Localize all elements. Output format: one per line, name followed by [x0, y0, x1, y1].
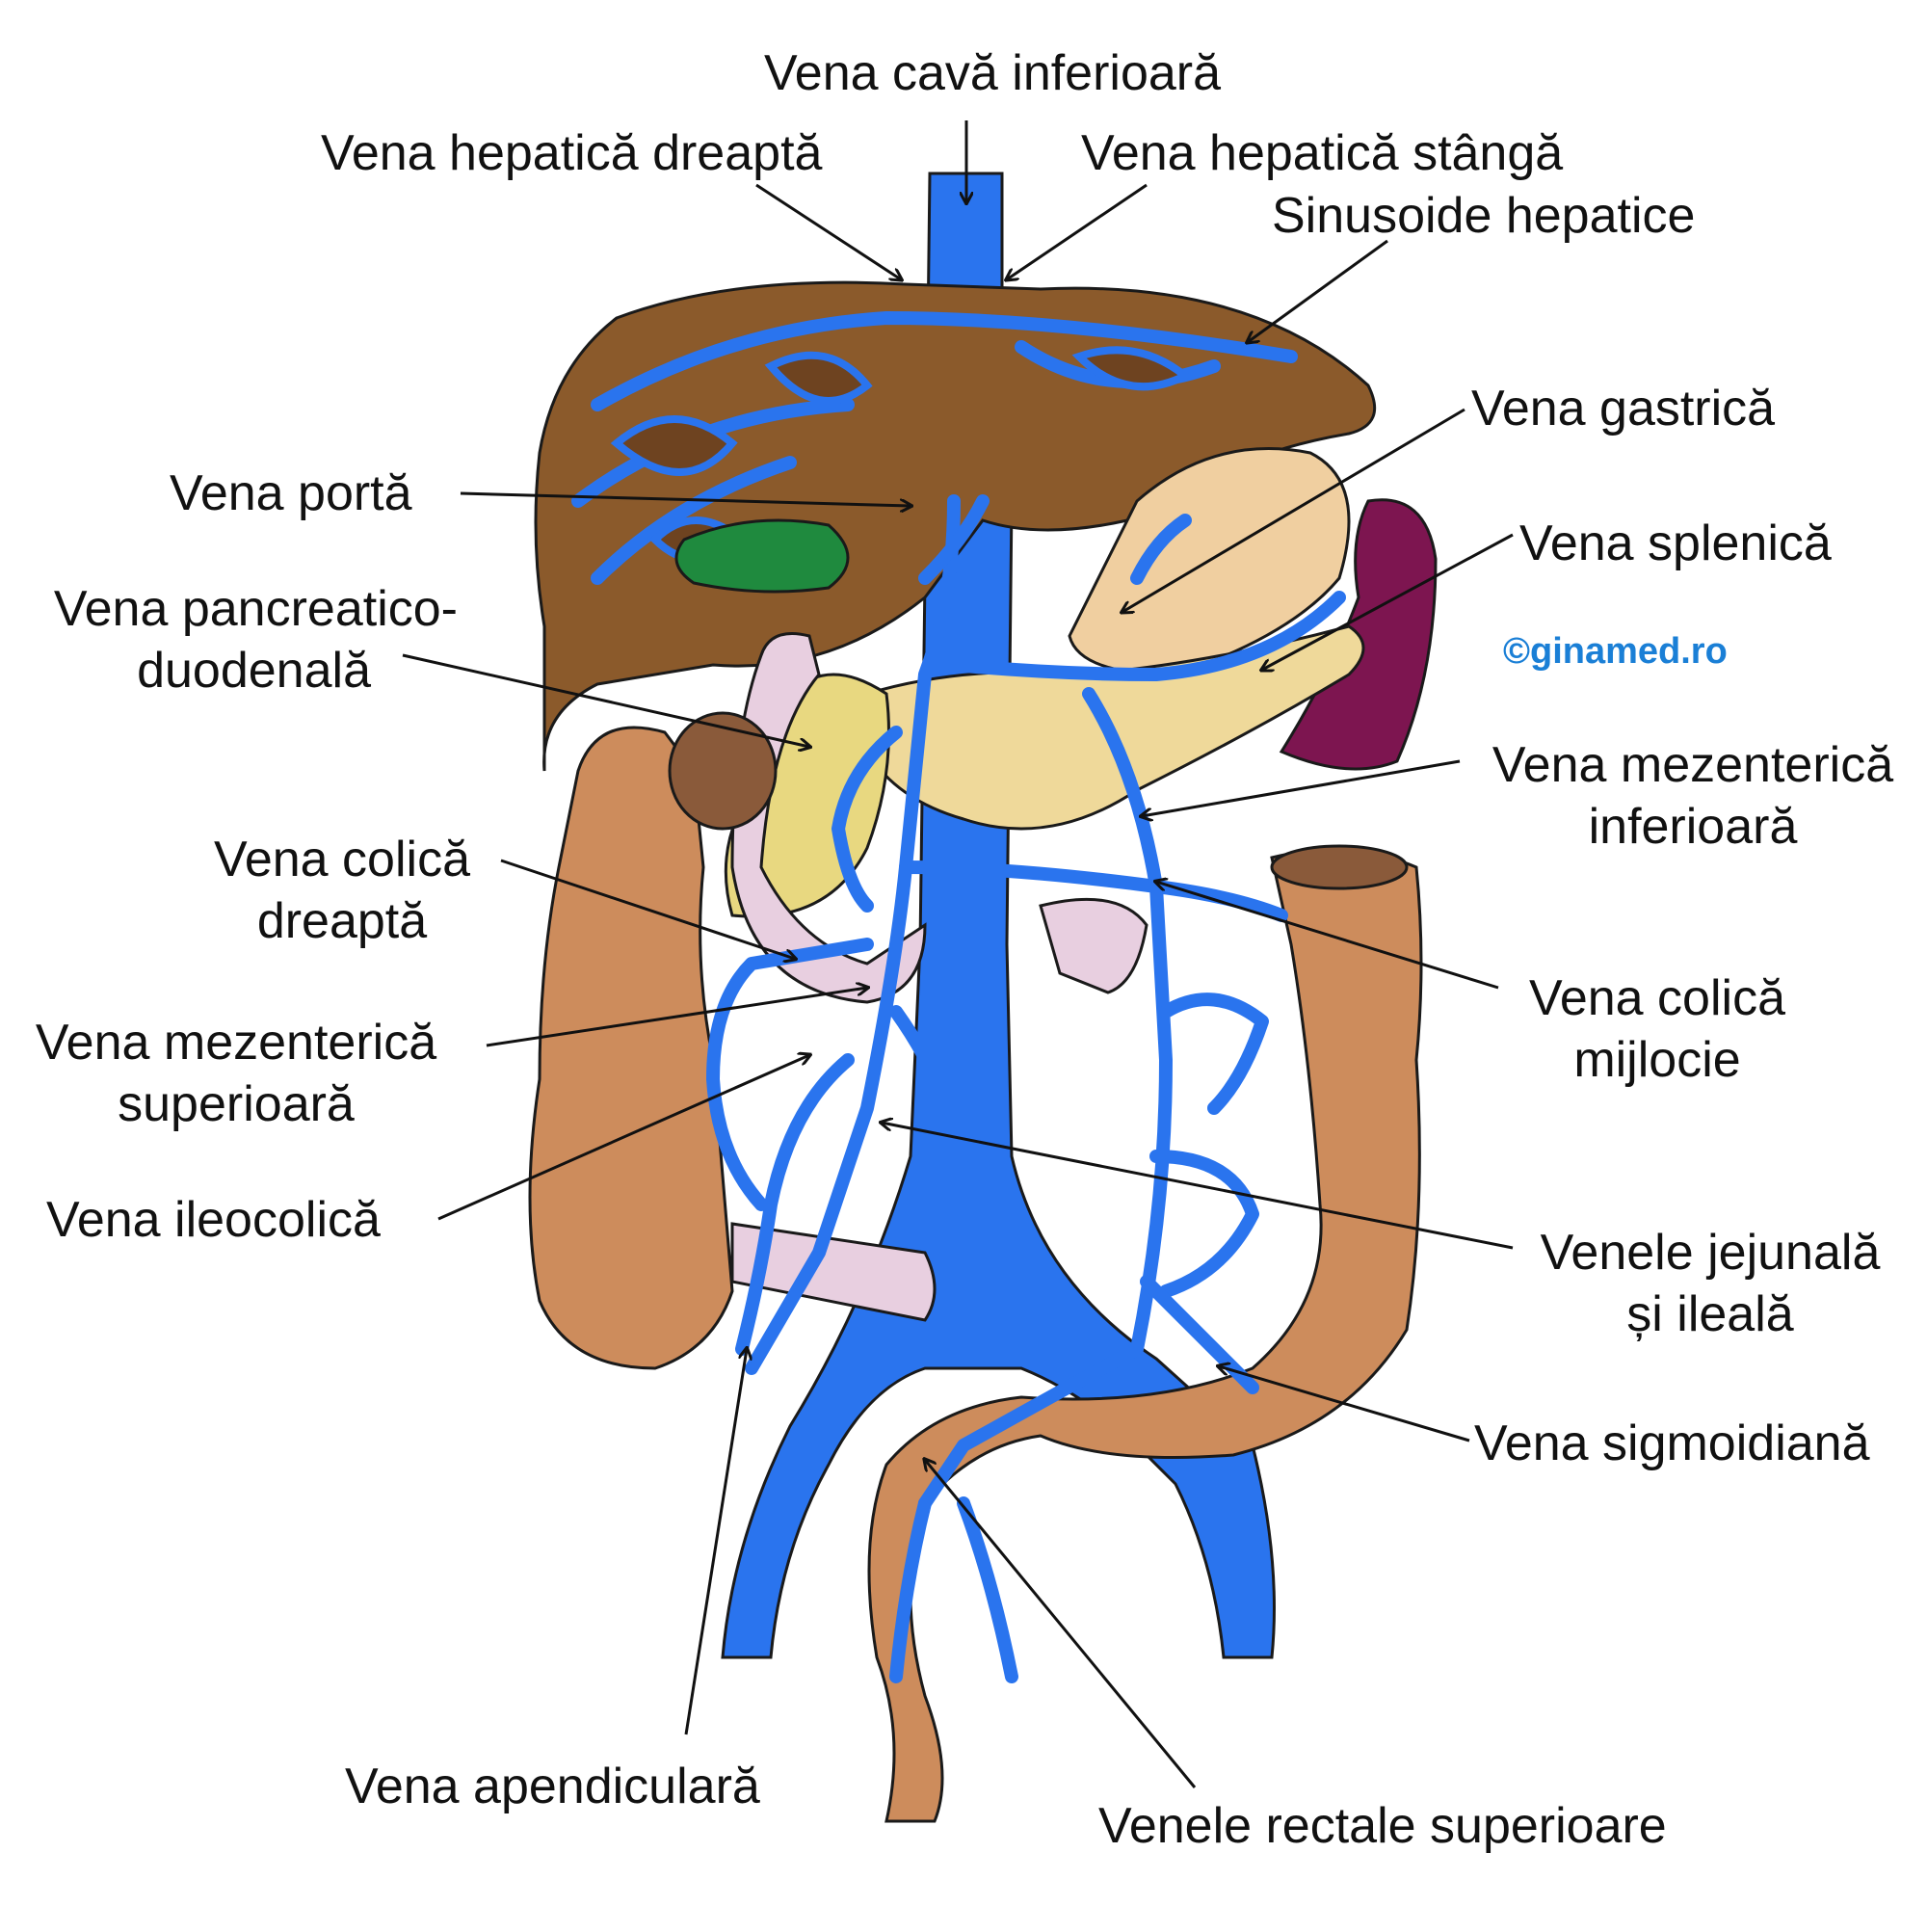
portal-vein-network: [706, 494, 1346, 1683]
label-vena-cava-inferioara: Vena cavă inferioară: [763, 45, 1222, 101]
leader-vena-apendiculara: [684, 1349, 747, 1735]
label-vena-colica-dreapta: Vena colică dreaptă: [214, 832, 470, 949]
label-sinusoide-hepatice: Sinusoide hepatice: [1272, 188, 1696, 244]
leader-vena-sigmoidiana: [1219, 1366, 1470, 1442]
leader-vena-hepatica-dreapta: [755, 183, 901, 279]
leader-vena-splenica: [1262, 533, 1514, 670]
leader-vena-mezenterica-inferioara: [1142, 759, 1461, 816]
leader-venele-rectale-superioare: [925, 1460, 1197, 1788]
leader-venele-jejunala-ileala: [882, 1123, 1514, 1250]
label-vena-splenica: Vena splenică: [1519, 516, 1832, 571]
label-venele-jejunala-ileala: Venele jejunală și ileală: [1540, 1225, 1881, 1342]
label-vena-sigmoidiana: Vena sigmoidiană: [1474, 1416, 1870, 1471]
label-vena-porta: Vena portă: [170, 465, 412, 521]
leader-vena-porta: [460, 491, 911, 506]
leader-lines: [402, 120, 1514, 1788]
label-vena-mezenterica-inferioara: Vena mezenterică inferioară: [1491, 737, 1894, 855]
label-vena-colica-mijlocie: Vena colică mijlocie: [1529, 970, 1785, 1088]
label-vena-mezenterica-superioara: Vena mezenterică superioară: [35, 1015, 437, 1132]
leader-sinusoide-hepatice: [1248, 239, 1388, 342]
label-vena-pancreatico-duodenala: Vena pancreatico- duodenală: [53, 581, 458, 699]
label-vena-hepatica-dreapta: Vena hepatică dreaptă: [321, 125, 823, 181]
leader-vena-colica-dreapta: [500, 859, 795, 959]
label-vena-apendiculara: Vena apendiculară: [345, 1759, 760, 1814]
gallbladder: [674, 518, 850, 594]
leader-vena-hepatica-stanga: [1007, 183, 1148, 279]
leader-vena-mezenterica-superioara: [486, 988, 867, 1047]
leader-vena-ileocolica: [437, 1055, 809, 1221]
leader-vena-colica-mijlocie: [1156, 882, 1499, 990]
credit-watermark: ©ginamed.ro: [1503, 631, 1728, 672]
label-vena-gastrica: Vena gastrică: [1471, 381, 1776, 437]
label-vena-hepatica-stanga: Vena hepatică stângă: [1081, 125, 1564, 181]
label-vena-ileocolica: Vena ileocolică: [46, 1192, 381, 1248]
leader-vena-pancreatico-duodenala: [402, 653, 809, 747]
label-venele-rectale-superioare: Venele rectale superioare: [1098, 1798, 1667, 1854]
leader-vena-gastrica: [1122, 408, 1465, 612]
